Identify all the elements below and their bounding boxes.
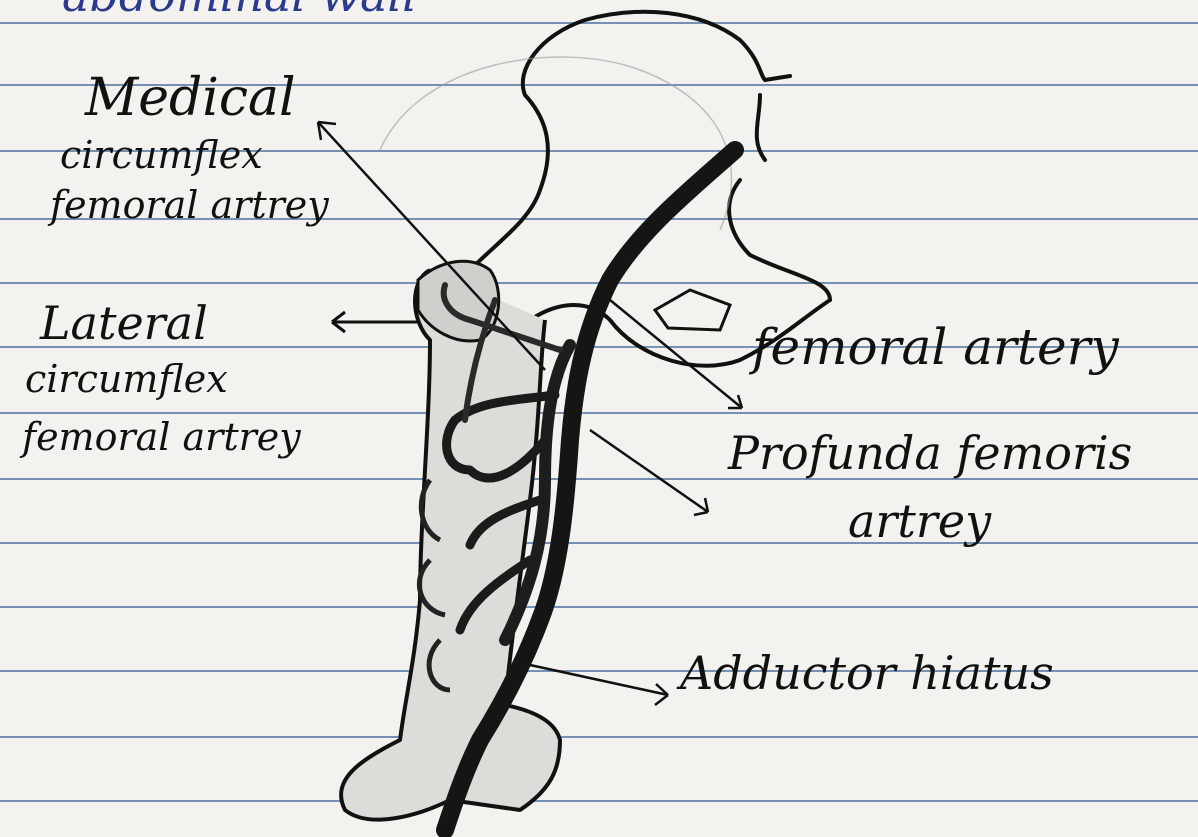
lateral-label-line3: femoral artrey <box>22 418 301 456</box>
femur-outline <box>341 270 560 820</box>
adductor-label: Adductor hiatus <box>680 650 1054 696</box>
medial-label-line2: circumflex <box>60 136 263 174</box>
medial-label-line1: Medical <box>85 72 296 124</box>
profunda-label-line2: artrey <box>848 498 991 544</box>
lateral-label-line2: circumflex <box>25 360 228 398</box>
profunda-label-line1: Profunda femoris <box>728 430 1132 476</box>
obturator-foramen <box>655 290 730 330</box>
medial-label-line3: femoral artrey <box>50 186 329 224</box>
adductor-pointer <box>530 665 668 705</box>
profunda-pointer <box>590 430 708 515</box>
lateral-label-line1: Lateral <box>40 300 208 346</box>
lateral-pointer <box>332 312 420 332</box>
femoral-artery-label: femoral artery <box>752 322 1119 372</box>
femoral-pointer <box>610 300 742 408</box>
top-cutoff-text: abdominal wall <box>62 0 417 18</box>
